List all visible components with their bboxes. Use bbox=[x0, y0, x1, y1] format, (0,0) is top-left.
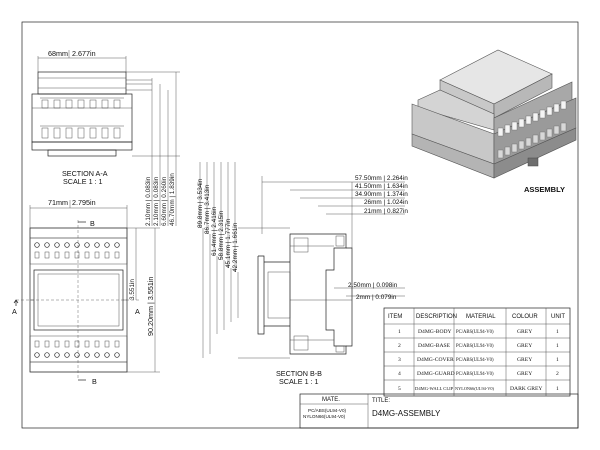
mate-material-1: PC/ABS(UL94-V0) bbox=[308, 408, 347, 413]
svg-text:D4MG-COVER: D4MG-COVER bbox=[417, 357, 454, 363]
assembly-isometric: ASSEMBLY bbox=[411, 49, 577, 194]
table-row: 2 D4MG-BASE PC/ABS(UL94-V0) GREY 1 bbox=[398, 343, 559, 349]
table-header-unit: UNIT bbox=[551, 314, 565, 320]
hdim-4: 26mm | 1.024in bbox=[364, 199, 408, 206]
mate-material-2: NYLON66(UL94-V0) bbox=[303, 414, 346, 419]
vertical-dims-aa: 2.10mm | 0.083in 2.10mm | 0.083in 6.60mm… bbox=[145, 72, 177, 226]
hdim-5: 21mm | 0.827in bbox=[364, 208, 408, 215]
dim-width-aa-in: 2.677in bbox=[72, 49, 96, 58]
vdim-1: 2.10mm | 0.083in bbox=[145, 176, 152, 226]
svg-text:D4MG-WALL CLIP: D4MG-WALL CLIP bbox=[415, 386, 454, 391]
front-height-in: 3.551in bbox=[129, 279, 136, 300]
vdim-10: 42.2mm | 1.661in bbox=[232, 222, 239, 272]
svg-text:GREY: GREY bbox=[517, 343, 532, 349]
assembly-label: ASSEMBLY bbox=[524, 185, 565, 194]
title-block: MATE. PC/ABS(UL94-V0) NYLON66(UL94-V0) T… bbox=[299, 393, 579, 429]
svg-text:D4MG-BASE: D4MG-BASE bbox=[418, 343, 451, 349]
svg-text:PC/ABS(UL94-V0): PC/ABS(UL94-V0) bbox=[456, 372, 494, 377]
svg-text:D4MG-GUARD: D4MG-GUARD bbox=[417, 371, 455, 377]
vdim-7: 61.4mm | 2.416in bbox=[211, 206, 218, 256]
marker-b-top: B bbox=[90, 219, 95, 228]
svg-text:1: 1 bbox=[556, 343, 559, 349]
vdim-6: 86.7mm | 3.413in bbox=[204, 184, 211, 234]
marker-a-left: A bbox=[12, 307, 17, 316]
title-label: TITLE: bbox=[372, 398, 390, 404]
section-aa-view: 68mm 2.677in bbox=[31, 49, 180, 186]
horizontal-dims-bb: 57.50mm | 2.264in 41.50mm | 1.634in 34.9… bbox=[261, 175, 408, 301]
dim-width-front-mm: 71mm bbox=[48, 198, 68, 207]
dim-width-aa-mm: 68mm bbox=[48, 49, 68, 58]
vdim-3: 6.60mm | 0.260in bbox=[161, 176, 168, 226]
parts-table: ITEM DESCRIPTION MATERIAL COLOUR UNIT 1 … bbox=[383, 307, 571, 397]
table-row: 4 D4MG-GUARD PC/ABS(UL94-V0) GREY 2 bbox=[398, 371, 559, 377]
table-header-item: ITEM bbox=[388, 314, 402, 320]
assembly-terminals bbox=[497, 100, 567, 159]
vdim-5: 89.8mm | 3.534in bbox=[197, 178, 204, 228]
svg-text:NYLON66(UL94-V0): NYLON66(UL94-V0) bbox=[455, 386, 494, 391]
svg-text:3: 3 bbox=[398, 357, 401, 363]
svg-text:GREY: GREY bbox=[517, 329, 532, 335]
dim-width-front-in: 2.795in bbox=[72, 198, 96, 207]
table-header-material: MATERIAL bbox=[466, 314, 496, 320]
svg-text:GREY: GREY bbox=[517, 371, 532, 377]
hdim-7: 2mm | 0.079in bbox=[356, 294, 397, 301]
svg-text:GREY: GREY bbox=[517, 357, 532, 363]
svg-text:1: 1 bbox=[398, 329, 401, 335]
table-row: 3 D4MG-COVER PC/ABS(UL94-V0) GREY 1 bbox=[398, 357, 559, 363]
marker-b-bottom: B bbox=[92, 377, 97, 386]
marker-a-right: A bbox=[135, 307, 140, 316]
svg-text:1: 1 bbox=[556, 357, 559, 363]
section-aa-scale: SCALE 1 : 1 bbox=[63, 177, 103, 186]
section-aa-title: SECTION A-A bbox=[62, 169, 108, 178]
hdim-3: 34.90mm | 1.374in bbox=[355, 191, 408, 198]
vdim-8: 58.8mm | 2.315in bbox=[218, 210, 225, 260]
hdim-1: 57.50mm | 2.264in bbox=[355, 175, 408, 182]
hdim-6: 2.50mm | 0.098in bbox=[348, 282, 398, 289]
svg-text:4: 4 bbox=[398, 371, 401, 377]
svg-text:PC/ABS(UL94-V0): PC/ABS(UL94-V0) bbox=[456, 358, 494, 363]
hdim-2: 41.50mm | 1.634in bbox=[355, 183, 408, 190]
svg-text:5: 5 bbox=[398, 386, 401, 392]
table-row: 5 D4MG-WALL CLIP NYLON66(UL94-V0) DARK G… bbox=[398, 386, 559, 392]
table-row: 1 D4MG-BODY PC/ABS(UL94-V0) GREY 1 bbox=[398, 329, 559, 335]
table-header-colour: COLOUR bbox=[512, 314, 538, 320]
front-height-mm: 90.20mm | 3.551in bbox=[146, 277, 155, 336]
vdim-2: 2.10mm | 0.083in bbox=[153, 176, 160, 226]
svg-text:DARK GREY: DARK GREY bbox=[510, 386, 542, 392]
drawing-title: D4MG-ASSEMBLY bbox=[372, 409, 441, 418]
svg-text:D4MG-BODY: D4MG-BODY bbox=[418, 329, 452, 335]
svg-text:2: 2 bbox=[556, 371, 559, 377]
svg-text:1: 1 bbox=[556, 386, 559, 392]
table-header-description: DESCRIPTION bbox=[416, 314, 457, 320]
front-view: 71mm 2.795in bbox=[12, 198, 160, 386]
vdim-4: 46.70mm | 1.839in bbox=[169, 173, 176, 226]
section-aa-teeth bbox=[41, 99, 121, 139]
mate-label: MATE. bbox=[322, 397, 340, 403]
front-terminals-top bbox=[34, 242, 120, 259]
section-bb-title: SECTION B-B bbox=[276, 369, 322, 378]
front-terminals-bottom bbox=[34, 340, 120, 358]
svg-text:PC/ABS(UL94-V0): PC/ABS(UL94-V0) bbox=[456, 330, 494, 335]
svg-text:PC/ABS(UL94-V0): PC/ABS(UL94-V0) bbox=[456, 344, 494, 349]
svg-text:2: 2 bbox=[398, 343, 401, 349]
vdim-9: 45.1mm | 1.777in bbox=[225, 218, 232, 268]
section-bb-view: 89.8mm | 3.534in 86.7mm | 3.413in 61.4mm… bbox=[197, 162, 353, 386]
svg-text:1: 1 bbox=[556, 329, 559, 335]
section-bb-scale: SCALE 1 : 1 bbox=[279, 377, 319, 386]
